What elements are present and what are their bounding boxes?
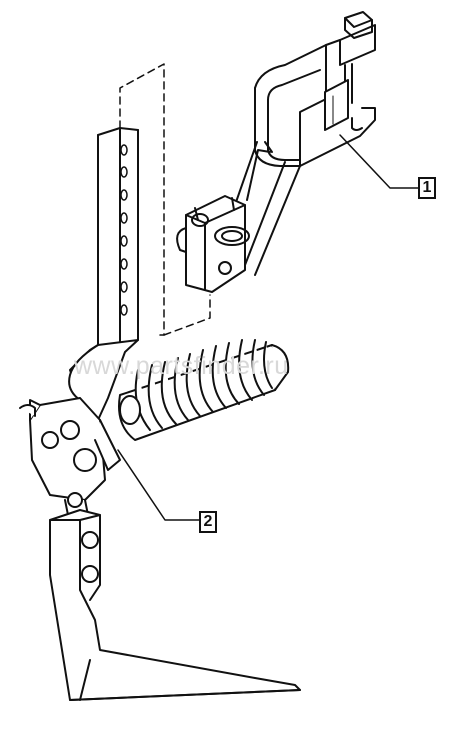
leader-lines — [117, 134, 419, 521]
callout-1: 1 — [418, 177, 436, 199]
leader-line-1 — [339, 134, 419, 189]
coil-spring — [118, 339, 290, 441]
pivot-bracket — [176, 195, 250, 293]
adjustment-holes — [120, 144, 128, 316]
adjustment-bar — [97, 127, 139, 346]
callout-2: 2 — [199, 511, 217, 533]
tine-shank — [49, 509, 301, 701]
watermark: www.partsfinder.ru — [74, 352, 289, 380]
assembly-guide-lines — [119, 63, 211, 336]
leader-line-2 — [117, 449, 200, 521]
mounting-clamp — [254, 11, 376, 167]
support-arm — [234, 141, 301, 276]
